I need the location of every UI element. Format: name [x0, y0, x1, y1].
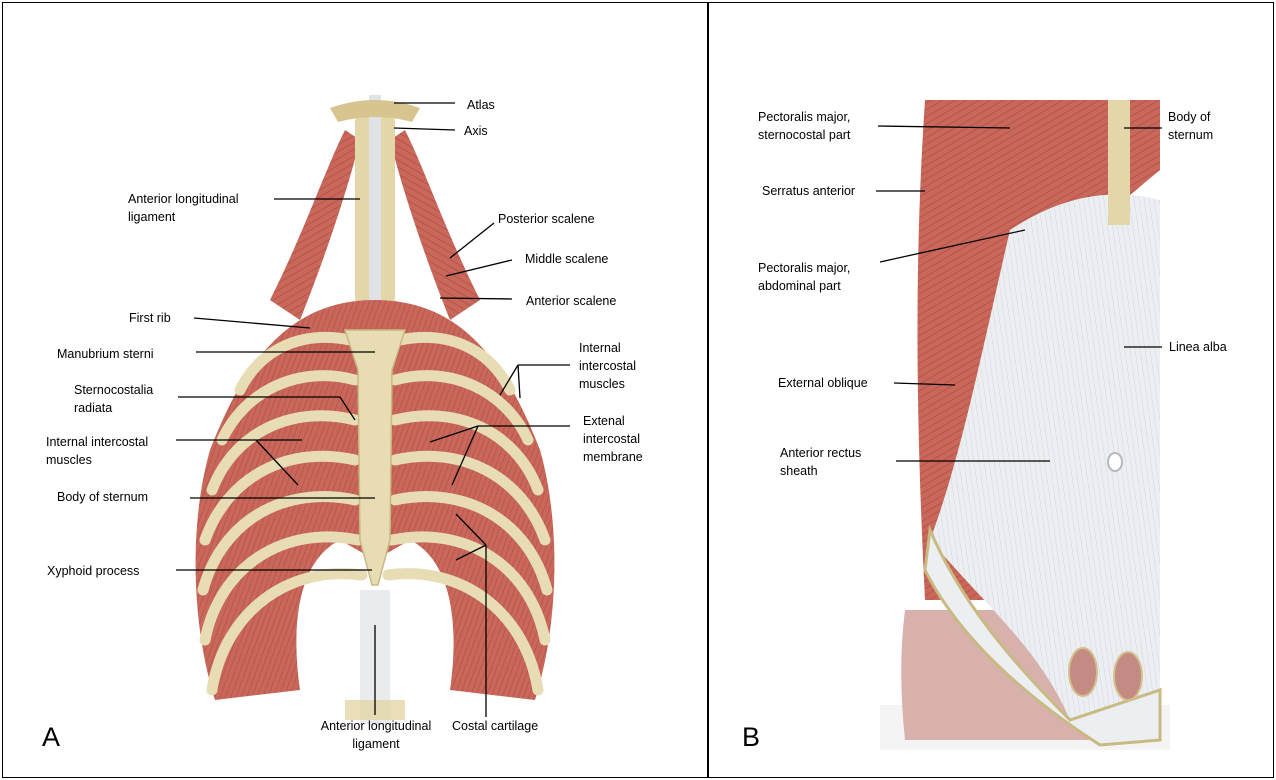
label-extenal-intercostal-membrane: Extenal intercostal membrane	[583, 412, 643, 466]
label-atlas: Atlas	[467, 96, 495, 114]
inguinal-left	[1069, 648, 1097, 696]
label-anterior-scalene: Anterior scalene	[526, 292, 616, 310]
label-body-of-sternum-b: Body of sternum	[1168, 108, 1213, 144]
abdominal-wall-illustration	[880, 100, 1170, 750]
label-anterior-longitudinal-ligament-top: Anterior longitudinal ligament	[128, 190, 239, 226]
label-linea-alba: Linea alba	[1169, 338, 1227, 356]
panel-letter-b: B	[742, 722, 760, 753]
label-external-oblique: External oblique	[778, 374, 868, 392]
label-internal-intercostal-muscles-right: Internal intercostal muscles	[579, 339, 636, 393]
panel-letter-a: A	[42, 722, 60, 753]
label-first-rib: First rib	[129, 309, 171, 327]
label-serratus-anterior: Serratus anterior	[762, 182, 855, 200]
label-middle-scalene: Middle scalene	[525, 250, 608, 268]
sternum-body-b	[1108, 100, 1130, 225]
label-pectoralis-major-sternocostal: Pectoralis major, sternocostal part	[758, 108, 850, 144]
left-scalene-muscle	[270, 130, 360, 320]
label-pectoralis-major-abdominal: Pectoralis major, abdominal part	[758, 259, 850, 295]
label-internal-intercostal-muscles-left: Internal intercostal muscles	[46, 433, 148, 469]
label-manubrium-sterni: Manubrium sterni	[57, 345, 154, 363]
label-body-of-sternum-a: Body of sternum	[57, 488, 148, 506]
label-costal-cartilage: Costal cartilage	[452, 717, 538, 735]
inguinal-right	[1114, 652, 1142, 700]
label-sternocostalia-radiata: Sternocostalia radiata	[74, 381, 153, 417]
umbilicus	[1108, 453, 1122, 471]
right-scalene-muscle	[390, 130, 480, 320]
label-axis: Axis	[464, 122, 488, 140]
label-anterior-rectus-sheath: Anterior rectus sheath	[780, 444, 861, 480]
label-xyphoid-process: Xyphoid process	[47, 562, 139, 580]
label-anterior-longitudinal-ligament-bottom: Anterior longitudinal ligament	[310, 717, 442, 753]
label-posterior-scalene: Posterior scalene	[498, 210, 595, 228]
